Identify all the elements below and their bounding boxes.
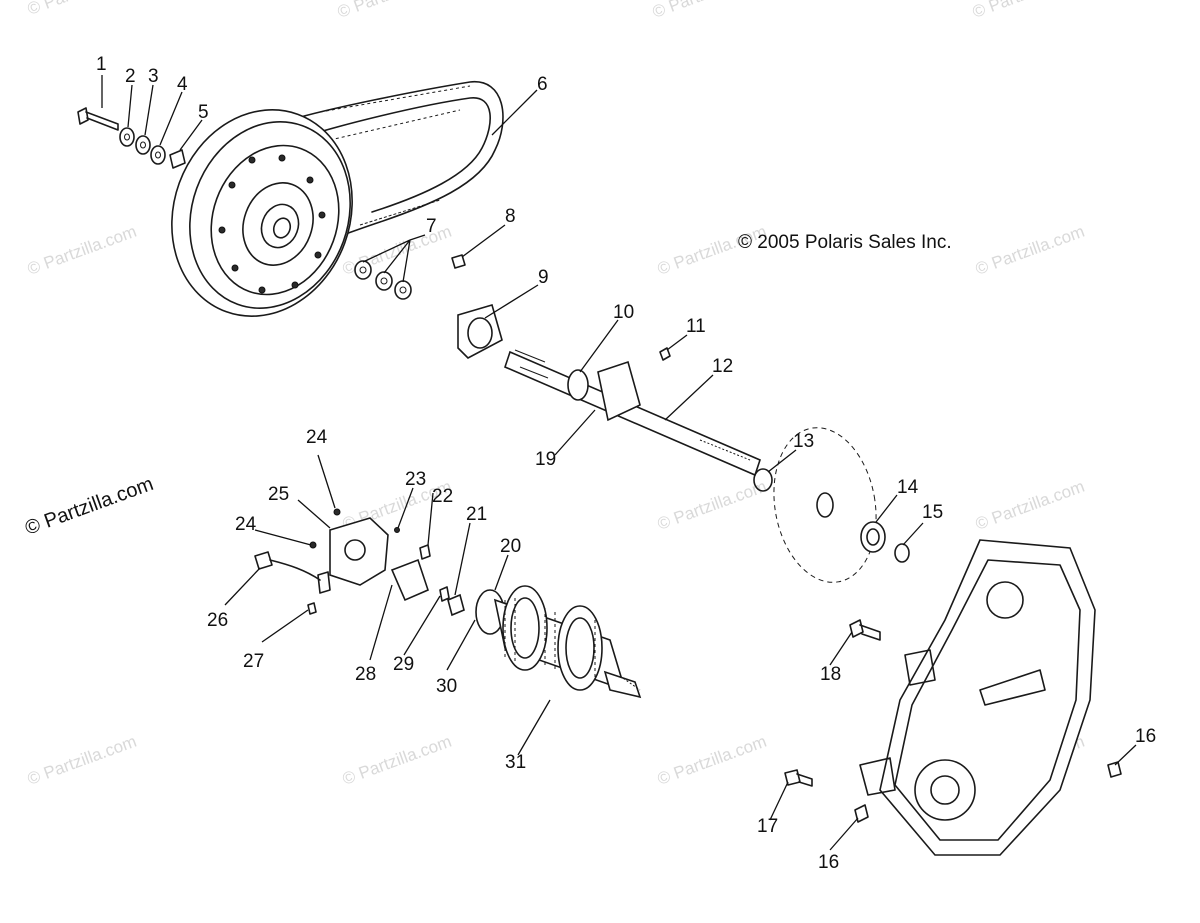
callout-11: 11 <box>686 316 706 337</box>
copyright-text: © 2005 Polaris Sales Inc. <box>738 232 952 253</box>
drive-belt <box>289 81 504 251</box>
callout-28: 28 <box>355 664 376 685</box>
watermark: © Partzilla.com <box>650 0 764 22</box>
callout-17: 17 <box>757 816 778 837</box>
callout-20: 20 <box>500 536 521 557</box>
callout-26: 26 <box>207 610 228 631</box>
callout-24: 24 <box>306 427 328 448</box>
callout-labels: 1 2 3 4 5 6 7 8 9 10 11 12 13 14 15 16 1… <box>96 54 1156 873</box>
callout-4: 4 <box>177 74 188 95</box>
brake-disc <box>773 427 877 583</box>
watermark: © Partzilla.com <box>655 477 769 534</box>
callout-23: 23 <box>405 469 426 490</box>
callout-7: 7 <box>426 216 437 237</box>
callout-18: 18 <box>820 664 841 685</box>
circlip <box>753 468 773 492</box>
callout-10: 10 <box>613 302 634 323</box>
watermark: © Partzilla.com <box>25 0 139 19</box>
callout-leaders <box>101 75 1137 851</box>
callout-25: 25 <box>268 484 289 505</box>
callout-16b: 16 <box>818 852 839 873</box>
callout-8: 8 <box>505 206 516 227</box>
speed-sensor-assembly <box>254 508 450 615</box>
callout-15: 15 <box>922 502 943 523</box>
callout-31: 31 <box>505 752 526 773</box>
bearing-seal <box>860 521 910 563</box>
callout-21: 21 <box>466 504 487 525</box>
watermark: © Partzilla.com <box>340 732 454 789</box>
clutch-hardware <box>77 107 186 169</box>
watermark: © Partzilla.com <box>335 0 449 22</box>
callout-27: 27 <box>243 651 264 672</box>
callout-24b: 24 <box>235 514 257 535</box>
callout-3: 3 <box>148 66 159 87</box>
callout-2: 2 <box>125 66 136 87</box>
chaincase-cover <box>859 539 1096 856</box>
watermark: © Partzilla.com <box>25 732 139 789</box>
callout-30: 30 <box>436 676 457 697</box>
callout-6: 6 <box>537 74 548 95</box>
callout-12: 12 <box>712 356 733 377</box>
watermark: © Partzilla.com <box>973 222 1087 279</box>
cover-fasteners <box>784 619 1122 823</box>
watermark: © Partzilla.com <box>970 0 1084 22</box>
callout-16: 16 <box>1135 726 1156 747</box>
callout-29: 29 <box>393 654 414 675</box>
callout-1: 1 <box>96 54 107 75</box>
watermark: © Partzilla.com <box>973 477 1087 534</box>
bearing-flange <box>451 254 503 359</box>
driven-clutch <box>171 109 353 317</box>
callout-19: 19 <box>535 449 556 470</box>
callout-9: 9 <box>538 267 549 288</box>
watermark: © Partzilla.com <box>25 222 139 279</box>
drive-shaft-sprocket <box>447 585 642 699</box>
watermark: © Partzilla.com <box>655 732 769 789</box>
callout-13: 13 <box>793 431 814 452</box>
callout-22: 22 <box>432 486 453 507</box>
washer-set-7 <box>354 260 412 300</box>
site-label: © Partzilla.com <box>22 473 156 540</box>
jackshaft <box>504 347 761 477</box>
callout-14: 14 <box>897 477 919 498</box>
callout-5: 5 <box>198 102 209 123</box>
